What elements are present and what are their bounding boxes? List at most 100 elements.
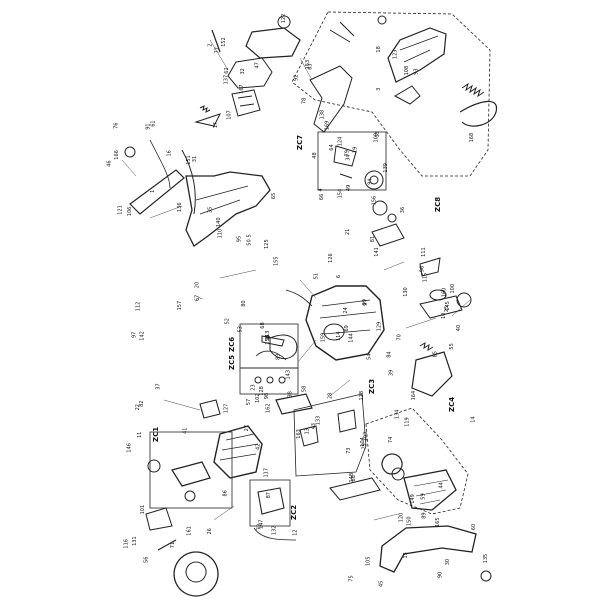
- part-number-label: 110: [217, 229, 223, 239]
- part-number-label: 90: [438, 572, 444, 578]
- part-number-label: 133: [315, 416, 321, 426]
- part-number-label: 17: [213, 122, 219, 128]
- bearing-a: [147, 459, 161, 473]
- part-number-label: 132: [271, 526, 277, 536]
- group-label-zc4: ZC4: [448, 397, 456, 412]
- part-number-label: 74: [388, 437, 394, 443]
- ignition-module: [257, 487, 285, 515]
- part-number-label: 115: [422, 273, 428, 283]
- rear-handle-housing: [387, 27, 447, 83]
- muffler: [269, 334, 298, 359]
- part-number-label: 15: [403, 552, 409, 558]
- part-number-label: 64: [329, 144, 335, 150]
- starter-pulley: [391, 467, 405, 481]
- part-number-label: 58: [302, 386, 308, 392]
- part-number-label: 1: [150, 190, 156, 193]
- part-number-label: 57: [246, 399, 252, 405]
- part-number-label: 75: [348, 575, 354, 581]
- part-number-label: 155: [274, 256, 280, 266]
- part-number-label: 101: [140, 505, 146, 515]
- part-number-label: 21: [345, 229, 351, 235]
- part-number-label: 119: [405, 417, 411, 427]
- part-number-label: 25: [444, 306, 450, 312]
- oil-cap-b: [337, 409, 357, 433]
- part-number-label: 30: [445, 559, 451, 565]
- zc3-box: [293, 393, 367, 477]
- fuel-line-left: [149, 139, 171, 189]
- part-number-label: 89: [421, 512, 427, 518]
- part-number-label: 123: [393, 50, 399, 60]
- part-number-label: 19: [353, 147, 359, 153]
- part-number-label: 167: [239, 84, 245, 94]
- part-number-label: 146: [126, 443, 132, 453]
- throttle-trigger: [309, 65, 353, 133]
- part-number-label: 141: [374, 247, 380, 257]
- part-number-label: 49: [346, 185, 352, 191]
- part-number-label: 98: [264, 393, 270, 399]
- part-number-label: 77: [215, 47, 221, 53]
- strap-part: [459, 100, 498, 127]
- cover-knob: [277, 15, 291, 29]
- part-number-label: 8: [266, 336, 272, 339]
- part-number-label: 120: [398, 513, 404, 523]
- valve-part: [419, 257, 441, 277]
- part-number-label: 148: [349, 473, 355, 483]
- part-number-label: 165: [435, 517, 441, 527]
- part-number-label: 28: [328, 393, 334, 399]
- part-number-label: 154: [338, 189, 344, 199]
- part-number-label: 137: [224, 75, 230, 85]
- part-number-label: 166: [114, 150, 120, 160]
- part-number-label: 47: [255, 62, 261, 68]
- part-number-label: 147: [259, 520, 265, 530]
- part-number-label: 16: [167, 150, 173, 156]
- part-number-label: 164: [411, 391, 417, 401]
- part-number-label: 67: [195, 295, 201, 301]
- washer-top: [377, 15, 387, 25]
- bush-left: [124, 146, 136, 158]
- tensioner-ring: [456, 292, 472, 308]
- part-number-label: 84: [387, 351, 393, 357]
- clutch-drum: [364, 170, 384, 190]
- sprocket: [372, 200, 388, 216]
- group-label-zc5: ZC5: [228, 355, 236, 370]
- part-number-label: 92: [293, 75, 299, 81]
- part-number-label: 12: [292, 529, 298, 535]
- part-number-label: 143: [286, 370, 292, 380]
- part-number-label: 81: [370, 236, 376, 242]
- part-number-label: 7: [198, 297, 204, 300]
- part-number-label: 94: [368, 178, 374, 184]
- group-label-zc2: ZC2: [290, 505, 298, 520]
- part-number-label: 145: [445, 301, 451, 311]
- part-number-label: 68: [260, 322, 266, 328]
- part-number-label: 109: [373, 133, 379, 143]
- recoil-starter: [381, 453, 403, 475]
- part-number-label: 70: [397, 334, 403, 340]
- bearing-b: [184, 490, 196, 502]
- part-number-label: 118: [359, 391, 365, 401]
- part-number-label: 83: [276, 354, 282, 360]
- part-number-label: 46: [107, 160, 113, 166]
- zc2-box: [249, 479, 291, 527]
- crankcase-detail: [319, 299, 377, 335]
- air-filter-cover: [245, 27, 301, 59]
- part-number-label: 160: [442, 288, 448, 298]
- part-number-label: 6: [336, 275, 342, 278]
- part-number-label: 65: [271, 193, 277, 199]
- part-number-label: 63: [308, 63, 314, 69]
- spark-plug: [261, 335, 285, 347]
- part-number-label: 55: [449, 343, 455, 349]
- part-number-label: 112: [135, 302, 141, 312]
- part-number-label: 150: [407, 516, 413, 526]
- group-label-zc7: ZC7: [296, 135, 304, 150]
- leader-lines: [121, 39, 471, 521]
- part-number-label: 54: [367, 353, 373, 359]
- part-number-label: 163: [296, 429, 302, 439]
- part-number-label: 78: [301, 98, 307, 104]
- part-number-label: 39: [389, 370, 395, 376]
- part-number-label: 82: [139, 401, 145, 407]
- part-number-label: 129: [376, 322, 382, 332]
- zc5-box: [239, 367, 299, 395]
- part-number-label: 136: [177, 202, 183, 212]
- part-number-label: 111: [421, 247, 427, 257]
